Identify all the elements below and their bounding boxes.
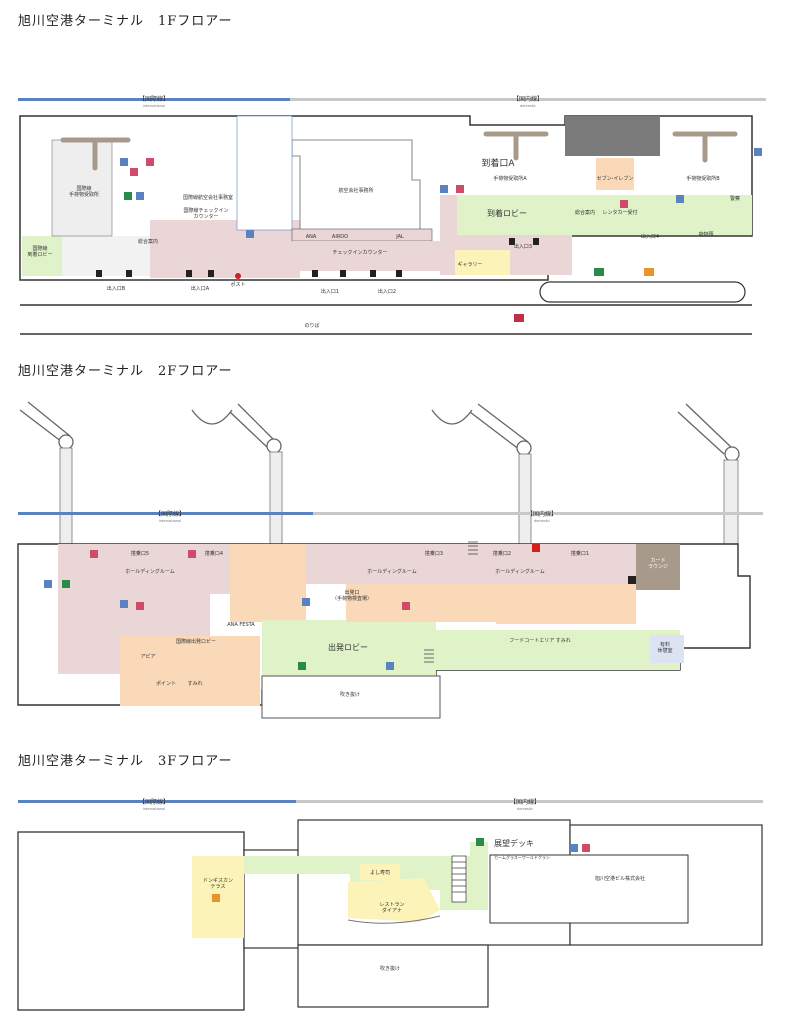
svg-text:搭乗口4: 搭乗口4: [205, 550, 223, 557]
svg-text:ホールディングルーム: ホールディングルーム: [495, 568, 545, 575]
svg-text:すみれ: すみれ: [187, 681, 202, 687]
dom-label: 【国内線】: [513, 95, 543, 103]
svg-text:警察: 警察: [730, 195, 740, 202]
floor3-title: 旭川空港ターミナル 3Fフロアー: [18, 754, 233, 769]
intl-bar: [18, 98, 290, 101]
svg-text:チェックインカウンター: チェックインカウンター: [332, 249, 387, 256]
svg-text:international: international: [159, 519, 181, 523]
svg-text:搭乗口5: 搭乗口5: [131, 550, 149, 557]
svg-text:ANA FESTA: ANA FESTA: [227, 622, 255, 628]
svg-text:搭乗口1: 搭乗口1: [571, 550, 589, 557]
svg-text:AIRDO: AIRDO: [332, 234, 348, 240]
svg-text:手荷物受取所B: 手荷物受取所B: [686, 175, 720, 182]
svg-text:domestic: domestic: [534, 519, 550, 523]
card-lounge-block: [636, 544, 680, 590]
svg-text:【国際線】: 【国際線】: [139, 798, 169, 806]
intl-arrival-lobby-area: [22, 236, 62, 276]
svg-text:航空会社事務所: 航空会社事務所: [338, 187, 373, 194]
svg-text:国際線出発ロビー: 国際線出発ロビー: [176, 638, 216, 645]
svg-text:【国際線】: 【国際線】: [155, 510, 185, 518]
svg-text:搭乗口3: 搭乗口3: [425, 550, 443, 557]
svg-text:ANA: ANA: [306, 234, 317, 240]
floor1-map: 【国際線】 international 【国内線】 domestic: [18, 95, 766, 335]
svg-text:フードコートエリア すみれ: フードコートエリア すみれ: [509, 638, 571, 644]
floor2-title: 旭川空港ターミナル 2Fフロアー: [18, 364, 233, 379]
svg-text:international: international: [143, 807, 165, 811]
svg-text:手荷物受取所A: 手荷物受取所A: [493, 175, 527, 182]
floor1-title: 旭川空港ターミナル 1Fフロアー: [18, 14, 233, 29]
facility-icons: [120, 148, 762, 322]
svg-text:総合案内: 総合案内: [575, 209, 595, 216]
svg-text:international: international: [143, 104, 165, 108]
svg-text:到着ロビー: 到着ロビー: [487, 208, 527, 218]
svg-text:到着口A: 到着口A: [481, 157, 515, 169]
svg-text:吹き抜け: 吹き抜け: [340, 691, 360, 698]
svg-text:domestic: domestic: [520, 104, 536, 108]
svg-text:カームグラスーワールドクラン: カームグラスーワールドクラン: [494, 854, 550, 860]
svg-text:のりば: のりば: [304, 322, 319, 329]
svg-text:ポスト: ポスト: [230, 281, 245, 288]
svg-text:展望デッキ: 展望デッキ: [494, 838, 534, 848]
svg-text:domestic: domestic: [517, 807, 533, 811]
svg-text:出発ロビー: 出発ロビー: [328, 642, 368, 652]
svg-text:ホールディングルーム: ホールディングルーム: [125, 568, 175, 575]
svg-text:よし寿司: よし寿司: [370, 869, 390, 876]
svg-text:出入口1: 出入口1: [321, 288, 339, 295]
svg-text:ギャラリー: ギャラリー: [457, 262, 482, 268]
svg-text:【国内線】: 【国内線】: [527, 510, 557, 518]
svg-text:出入口B: 出入口B: [107, 285, 126, 292]
svg-text:吹き抜け: 吹き抜け: [380, 965, 400, 972]
floor2-map: 【国際線】 international 【国内線】 domestic 搭乗口5 …: [17, 401, 763, 719]
svg-text:旭川空港ビル株式会社: 旭川空港ビル株式会社: [595, 875, 645, 882]
svg-text:出入口3: 出入口3: [514, 243, 532, 250]
svg-text:アピア: アピア: [140, 654, 155, 660]
gray-block: [565, 116, 660, 156]
svg-text:国際線航空会社事務室: 国際線航空会社事務室: [183, 194, 233, 201]
svg-text:出入口A: 出入口A: [191, 285, 210, 292]
svg-text:荷物預: 荷物預: [698, 231, 713, 238]
svg-text:ドンギスカンテラス: ドンギスカンテラス: [203, 878, 233, 890]
svg-text:【国内線】: 【国内線】: [510, 798, 540, 806]
svg-text:ポイント: ポイント: [156, 680, 176, 687]
svg-text:出入口2: 出入口2: [378, 288, 396, 295]
svg-text:レストランダイアナ: レストランダイアナ: [379, 902, 404, 914]
dom-bar: [290, 98, 766, 101]
svg-text:有料休憩室: 有料休憩室: [657, 641, 672, 654]
svg-text:レンタカー受付: レンタカー受付: [602, 209, 637, 216]
svg-text:搭乗口2: 搭乗口2: [493, 550, 511, 557]
svg-text:JAL: JAL: [395, 234, 404, 240]
svg-text:出発口（手荷物検査場）: 出発口（手荷物検査場）: [332, 589, 372, 602]
svg-text:国際線手荷物受取所: 国際線手荷物受取所: [69, 185, 99, 198]
svg-text:カードラウンジ: カードラウンジ: [648, 558, 668, 570]
floor3-map: 【国際線】 international 【国内線】 domestic 展望デッキ…: [17, 798, 763, 1011]
svg-text:国際線到着ロビー: 国際線到着ロビー: [27, 245, 52, 258]
svg-text:総合案内: 総合案内: [138, 238, 158, 245]
svg-text:ホールディングルーム: ホールディングルーム: [367, 568, 417, 575]
intl-label: 【国際線】: [139, 95, 169, 103]
svg-text:国際線チェックインカウンター: 国際線チェックインカウンター: [183, 207, 228, 220]
svg-text:出入口4: 出入口4: [641, 233, 659, 240]
svg-text:セブン-イレブン: セブン-イレブン: [597, 175, 634, 182]
